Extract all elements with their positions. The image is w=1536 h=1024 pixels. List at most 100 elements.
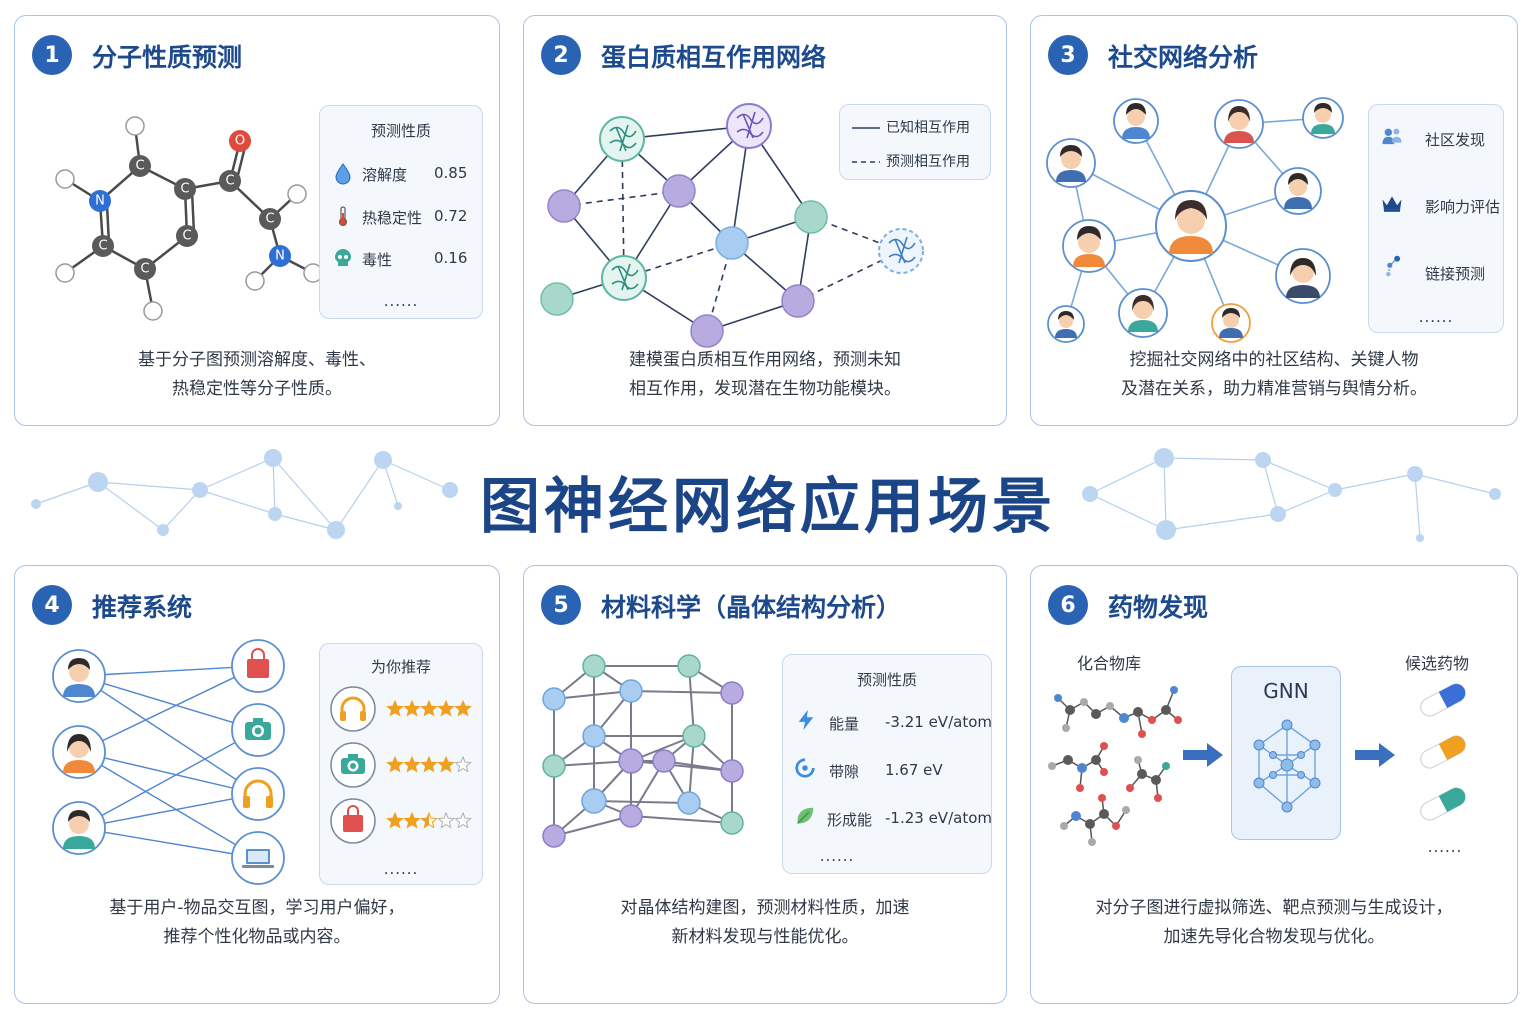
avatar [1302, 97, 1344, 139]
card-molecular-property: 1 分子性质预测 [14, 15, 500, 426]
predicted-properties-panel: 预测性质 能量 -3.21 eV/atom 带隙 1.67 eV 形成能 -1.… [782, 654, 992, 874]
star-icon [437, 811, 455, 829]
lightning-icon [798, 709, 814, 731]
decorative-network-right [1082, 448, 1501, 542]
property-label: 能量 [829, 715, 860, 733]
legend-predicted-label: 预测相互作用 [886, 154, 970, 170]
interaction-legend: 已知相互作用 预测相互作用 [839, 104, 991, 180]
property-value: -3.21 eV/atom [885, 713, 992, 731]
skull-icon [335, 249, 351, 266]
star-icon [437, 755, 455, 773]
task-row: 社区发现 [1369, 125, 1503, 155]
legend-known-label: 已知相互作用 [886, 120, 970, 136]
recommendation-row [320, 686, 484, 732]
shopping-bag-icon [231, 639, 285, 693]
property-value: 0.85 [434, 164, 468, 182]
avatar [1062, 219, 1116, 273]
gnn-model-box: GNN [1231, 666, 1341, 840]
card-number-badge: 2 [541, 35, 581, 75]
leaf-icon [797, 807, 814, 824]
property-value: 1.67 eV [885, 761, 943, 779]
property-row: 热稳定性 0.72 [320, 203, 482, 233]
property-label: 溶解度 [362, 166, 408, 184]
user-item-bipartite-graph [52, 639, 285, 885]
laptop-icon [231, 831, 285, 885]
card-social-network: 3 社交网络分析 [1030, 15, 1518, 426]
avatar [1113, 98, 1159, 144]
card-number-badge: 4 [32, 585, 72, 625]
card-description: 对晶体结构建图，预测材料性质，加速 新材料发现与性能优化。 [620, 898, 910, 947]
band-gap-icon [795, 758, 815, 778]
molecule-graph: N C C C C C C O C N [55, 116, 323, 321]
task-row: 影响力评估 [1369, 192, 1503, 222]
panel-title: 为你推荐 [370, 658, 431, 676]
star-icon [437, 699, 455, 717]
task-label: 影响力评估 [1425, 198, 1501, 216]
card-number-badge: 1 [32, 35, 72, 75]
atom-label: N [275, 249, 285, 264]
water-drop-icon [335, 163, 351, 185]
card-title: 材料科学（晶体结构分析） [601, 593, 902, 622]
crown-icon [1382, 196, 1402, 212]
more-ellipsis: ...... [1427, 838, 1463, 856]
compound-library-molecules [1048, 686, 1182, 846]
star-icon [454, 755, 472, 773]
headphones-icon [231, 767, 285, 821]
crystal-lattice-graph [542, 654, 744, 848]
user-avatar [52, 649, 106, 703]
star-icon [386, 755, 404, 773]
card-description: 建模蛋白质相互作用网络，预测未知 相互作用，发现潜在生物功能模块。 [629, 350, 901, 399]
avatar [1047, 305, 1085, 343]
property-value: 0.72 [434, 207, 468, 225]
atom-label: C [182, 229, 191, 244]
protein-network-graph [540, 103, 924, 348]
atom-label: C [180, 182, 189, 197]
capsule-icon [1420, 735, 1466, 769]
arrow-right-icon [1183, 743, 1223, 767]
star-icon [403, 699, 421, 717]
card-number-badge: 5 [541, 585, 581, 625]
star-icon [403, 755, 421, 773]
star-rating [386, 755, 472, 773]
social-network-graph [1046, 97, 1344, 343]
avatar-nodes [1046, 97, 1344, 343]
avatar [1046, 138, 1096, 188]
avatar [1211, 303, 1251, 343]
card-number-badge: 3 [1048, 35, 1088, 75]
property-label: 热稳定性 [362, 209, 423, 227]
property-row: 毒性 0.16 [320, 245, 482, 275]
card-description: 基于用户-物品交互图，学习用户偏好， 推荐个性化物品或内容。 [109, 898, 405, 947]
star-icon [420, 811, 438, 829]
more-ellipsis: ...... [819, 847, 855, 865]
known-line-icon [852, 127, 880, 129]
property-label: 毒性 [362, 251, 393, 269]
link-prediction-icon [1386, 255, 1401, 277]
property-label: 形成能 [827, 811, 873, 829]
card-number-badge: 6 [1048, 585, 1088, 625]
task-row: 链接预测 [1369, 255, 1503, 289]
predicted-line-icon [852, 161, 880, 163]
star-icon [420, 755, 438, 773]
more-ellipsis: ...... [383, 292, 419, 310]
panel-title: 预测性质 [856, 671, 917, 689]
atom-label: C [98, 239, 107, 254]
avatar [1155, 190, 1227, 262]
arrow-right-icon [1355, 743, 1395, 767]
thermometer-icon [339, 206, 347, 226]
gnn-network-icon [1253, 719, 1321, 813]
recommendation-row [320, 742, 484, 788]
property-label: 带隙 [829, 763, 860, 781]
card-title: 药物发现 [1108, 593, 1209, 622]
predicted-properties-panel: 预测性质 溶解度 0.85 热稳定性 0.72 毒性 0.16 .. [319, 105, 483, 319]
card-title: 推荐系统 [92, 593, 193, 622]
card-title: 社交网络分析 [1108, 43, 1259, 72]
card-title: 分子性质预测 [92, 43, 243, 72]
card-materials-science: 5 材料科学（晶体结构分析） [523, 565, 1007, 1004]
atom-label: C [265, 212, 274, 227]
decorative-network-left [31, 449, 458, 539]
capsule-icon [1420, 787, 1466, 821]
camera-icon [231, 703, 285, 757]
star-icon [386, 811, 404, 829]
card-title: 蛋白质相互作用网络 [601, 43, 827, 72]
atom-label: O [235, 134, 245, 149]
